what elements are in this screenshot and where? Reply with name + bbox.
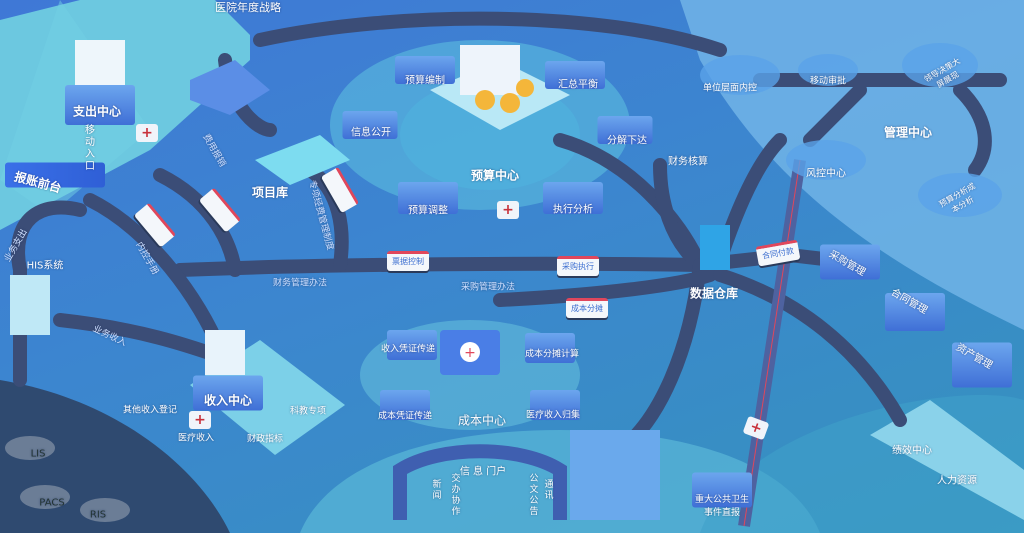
income-voucher-block xyxy=(387,330,437,360)
execution-analysis-label[interactable]: 执行分析 xyxy=(553,204,593,216)
truck-invoice-control: 票据控制 xyxy=(387,251,429,271)
medical-kit-icon: + xyxy=(497,201,519,219)
cost-alloc-block xyxy=(525,333,575,363)
medical-income-label[interactable]: 医疗收入 xyxy=(177,433,215,444)
income-center-label[interactable]: 收入中心 xyxy=(203,393,253,408)
budget-balance-label[interactable]: 汇总平衡 xyxy=(558,79,598,91)
budget-analysis-block xyxy=(543,182,603,214)
unit-internal-control-label[interactable]: 单位层面内控 xyxy=(702,83,758,94)
income-center-block xyxy=(193,375,263,411)
asset-mgmt-block xyxy=(952,342,1012,388)
budget-compile-block xyxy=(395,56,455,84)
human-resources-label[interactable]: 人力资源 xyxy=(937,475,977,487)
budget-center-label[interactable]: 预算中心 xyxy=(470,168,520,183)
public-health-block xyxy=(692,472,752,508)
expense-center-label[interactable]: 支出中心 xyxy=(72,104,122,119)
cost-voucher-label[interactable]: 成本凭证传递 xyxy=(377,411,433,422)
budget-decompose-label[interactable]: 分解下达 xyxy=(607,135,647,147)
other-income-label[interactable]: 其他收入登记 xyxy=(122,405,178,416)
portal-comm-label[interactable]: 通讯 xyxy=(542,479,553,501)
truck-cost-alloc: 成本分摊 xyxy=(566,298,608,318)
budget-compile-label[interactable]: 预算编制 xyxy=(405,75,445,87)
public-health-report-label[interactable]: 重大公共卫生事件直报 xyxy=(694,495,749,518)
info-disclosure-label[interactable]: 信息公开 xyxy=(351,127,391,139)
road-label-purchase-rules: 采购管理办法 xyxy=(460,282,516,293)
svg-text:+: + xyxy=(464,345,476,361)
ris-label[interactable]: RIS xyxy=(89,509,107,521)
portal-collab-label[interactable]: 交办协作 xyxy=(449,473,460,517)
budget-adjust-block xyxy=(398,182,458,214)
income-voucher-label[interactable]: 收入凭证传递 xyxy=(380,344,436,355)
budget-disclosure-block xyxy=(342,111,398,139)
performance-center-label[interactable]: 绩效中心 xyxy=(892,445,932,457)
risk-center-label[interactable]: 风控中心 xyxy=(806,168,846,180)
contract-mgmt-block xyxy=(885,293,945,331)
expense-center-block xyxy=(65,85,135,125)
budget-decompose-block xyxy=(597,116,653,144)
lis-label[interactable]: LIS xyxy=(30,448,46,460)
his-system-label[interactable]: HIS系统 xyxy=(26,260,64,272)
front-desk-block xyxy=(5,162,105,188)
mobile-approval-label[interactable]: 移动审批 xyxy=(809,76,847,87)
portal-news-label[interactable]: 新闻 xyxy=(430,479,441,501)
mobile-entry-label[interactable]: 移动入口 xyxy=(82,124,94,172)
medical-kit-icon: + xyxy=(189,411,211,429)
research-education-label[interactable]: 科教专项 xyxy=(289,406,327,417)
cost-voucher-block xyxy=(380,390,430,420)
budget-balance-block xyxy=(545,61,605,89)
project-library-label[interactable]: 项目库 xyxy=(251,185,289,200)
management-center-label[interactable]: 管理中心 xyxy=(883,125,933,140)
data-warehouse-label[interactable]: 数据仓库 xyxy=(689,286,739,301)
financial-accounting-label[interactable]: 财务核算 xyxy=(668,156,708,168)
cost-alloc-calc-label[interactable]: 成本分摊计算 xyxy=(524,349,580,360)
medical-income-collect-label[interactable]: 医疗收入归集 xyxy=(525,410,581,421)
budget-adjust-label[interactable]: 预算调整 xyxy=(408,205,448,217)
purchase-mgmt-block xyxy=(820,244,880,280)
road-label-finance-rules: 财务管理办法 xyxy=(272,278,328,289)
cost-center-label[interactable]: 成本中心 xyxy=(457,413,507,428)
fiscal-indicator-label[interactable]: 财政指标 xyxy=(246,434,284,445)
info-portal-label[interactable]: 信 息 门户 xyxy=(459,466,507,478)
annual-strategy-label: 医院年度战略 xyxy=(215,1,281,14)
portal-notice-label[interactable]: 公文公告 xyxy=(527,473,538,517)
medical-collect-block xyxy=(530,390,580,420)
medical-kit-icon: + xyxy=(136,124,158,142)
pacs-label[interactable]: PACS xyxy=(39,497,65,509)
truck-purchase-exec: 采购执行 xyxy=(557,256,599,276)
